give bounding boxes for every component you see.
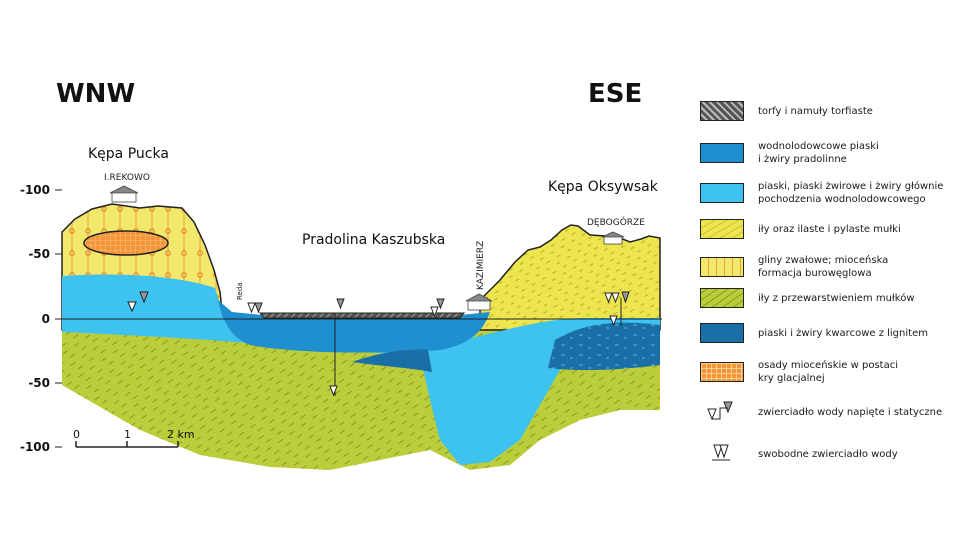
house-icon: [601, 231, 625, 245]
water-table-icon: [609, 315, 618, 327]
water-table-icon: [611, 292, 620, 304]
legend-item-lignite-sands: piaski i żwiry kwarcowe z lignitem: [700, 323, 950, 343]
legend-label: swobodne zwierciadło wody: [758, 448, 898, 460]
layer-lignite-lens: [352, 349, 432, 372]
water-table-icon: [621, 291, 630, 304]
scale-bar: 0 1 2 km: [73, 428, 195, 448]
depth-tick-label: 0: [42, 312, 50, 326]
legend-swatch: [700, 143, 744, 163]
label-pradolina: Pradolina Kaszubska: [302, 232, 445, 248]
legend-label: torfy i namuły torfiaste: [758, 105, 873, 117]
house-icon: [109, 185, 139, 203]
legend-item-fluvioglacial-sands: piaski, piaski żwirowe i żwiry głównie p…: [700, 180, 950, 206]
house-icon: [465, 293, 493, 311]
legend-swatch: [700, 183, 744, 203]
scale-label: 2 km: [167, 428, 195, 441]
layer-fluvioglacial-sands: [62, 274, 228, 330]
place-rekowo: I.REKOWO: [104, 173, 150, 183]
legend-item-valley-sands: wodnolodowcowe piaski i żwiry pradolinne: [700, 140, 950, 166]
place-kazimierz: KAZIMIERZ: [476, 241, 486, 290]
label-kepa-oksywska: Kępa Oksywsak: [548, 179, 659, 195]
legend-label: wodnolodowcowe piaski i żwiry pradolinne: [758, 141, 879, 165]
layer-clays-right: [479, 224, 661, 331]
miocene-floe: [83, 230, 169, 256]
legend-label: iły z przewarstwieniem mułków: [758, 292, 915, 304]
scale-label: 0: [73, 428, 80, 441]
free-water-icon: [712, 444, 730, 461]
water-table-icon: [247, 302, 256, 314]
confined-water-icon: [707, 401, 733, 421]
legend-item-tills: gliny zwałowe; mioceńska formacja burowę…: [700, 254, 950, 280]
legend-label: gliny zwałowe; mioceńska formacja burowę…: [758, 255, 889, 279]
place-reda: Reda: [236, 282, 244, 300]
title-west: WNW: [56, 79, 135, 109]
water-table-icon: [329, 385, 338, 397]
depth-tick-label: -50: [28, 247, 50, 261]
legend-swatch: [700, 219, 744, 239]
depth-axis: -100 -50 0 -50 -100: [20, 183, 62, 454]
water-symbols: [127, 291, 630, 397]
layer-valley-sands: [218, 300, 490, 353]
legend-swatch: [700, 362, 744, 382]
legend-item-peat: torfy i namuły torfiaste: [700, 101, 950, 121]
legend-item-silty-clays: iły z przewarstwieniem mułków: [700, 288, 950, 308]
legend-label: piaski, piaski żwirowe i żwiry głównie p…: [758, 181, 944, 205]
depth-tick-label: -50: [28, 376, 50, 390]
water-table-icon: [430, 306, 439, 318]
legend-swatch: [700, 101, 744, 121]
legend-swatch: [700, 288, 744, 308]
legend-label: iły oraz ilaste i pylaste mułki: [758, 223, 901, 235]
legend-label: osady mioceńskie w postaci kry glacjalne…: [758, 360, 898, 384]
legend-item-miocene-floes: osady mioceńskie w postaci kry glacjalne…: [700, 359, 950, 385]
water-table-icon: [336, 298, 345, 310]
water-table-icon: [139, 291, 149, 304]
depth-tick-label: -100: [20, 183, 50, 197]
legend-item-confined-water: zwierciadło wody napięte i statyczne: [700, 400, 950, 424]
place-debogorze: DĘBOGÓRZE: [587, 216, 645, 228]
layer-fluvioglacial-sands-lower: [62, 318, 660, 465]
label-kepa-pucka: Kępa Pucka: [88, 146, 169, 162]
water-table-icon: [436, 298, 445, 310]
water-table-icon: [127, 301, 137, 313]
title-east: ESE: [588, 79, 642, 109]
legend-label: piaski i żwiry kwarcowe z lignitem: [758, 327, 928, 339]
layer-lignite-sands: [548, 322, 660, 371]
water-table-icon: [604, 292, 613, 304]
legend-item-clays: iły oraz ilaste i pylaste mułki: [700, 219, 950, 239]
water-table-icon: [254, 302, 263, 314]
legend-swatch: [700, 323, 744, 343]
legend-swatch: [700, 257, 744, 277]
legend-item-free-water: swobodne zwierciadło wody: [700, 442, 950, 466]
depth-tick-label: -100: [20, 440, 50, 454]
legend-label: zwierciadło wody napięte i statyczne: [758, 406, 943, 418]
scale-label: 1: [124, 428, 131, 441]
geology-layers: [61, 203, 662, 470]
layer-peat: [258, 312, 466, 319]
